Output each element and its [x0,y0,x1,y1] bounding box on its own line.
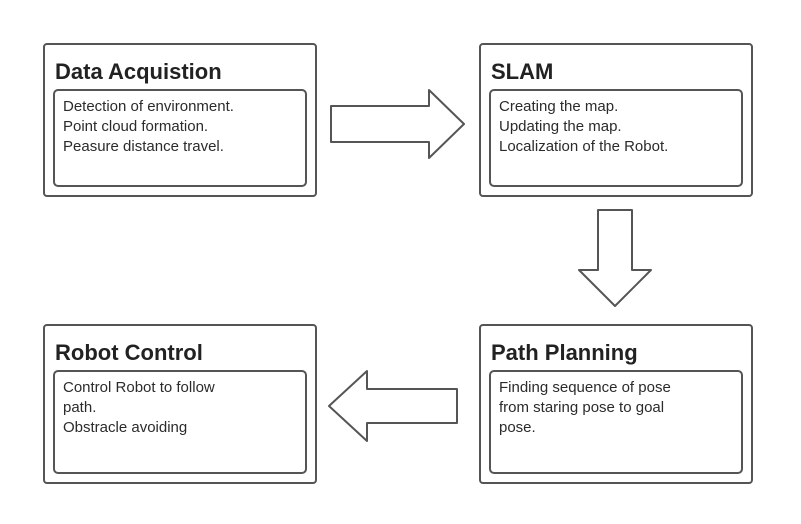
data-acquisition-block: Data Acquistion Detection of environment… [43,43,317,197]
description-line: path. [63,399,97,416]
block-description: Creating the map. Updating the map. Loca… [489,89,743,187]
block-title: Data Acquistion [55,59,222,84]
block-description: Detection of environment. Point cloud fo… [53,89,307,187]
description-line: Creating the map. [499,98,619,115]
description-line: Control Robot to follow [63,379,215,396]
right-arrow-icon [330,89,465,159]
description-line: Updating the map. [499,118,622,135]
left-arrow-icon [328,370,458,442]
description-line: Localization of the Robot. [499,138,669,155]
description-line: Peasure distance travel. [63,138,224,155]
slam-block: SLAM Creating the map. Updating the map.… [479,43,753,197]
block-description: Control Robot to follow path. Obstracle … [53,370,307,474]
block-title: Robot Control [55,340,203,365]
description-line: Detection of environment. [63,98,234,115]
down-arrow-icon [578,209,652,307]
block-description: Finding sequence of pose from staring po… [489,370,743,474]
robot-control-block: Robot Control Control Robot to follow pa… [43,324,317,484]
path-planning-block: Path Planning Finding sequence of pose f… [479,324,753,484]
description-line: pose. [499,419,536,436]
block-title: Path Planning [491,340,638,365]
description-line: Point cloud formation. [63,118,209,135]
description-line: Finding sequence of pose [499,379,671,396]
block-title: SLAM [491,59,554,84]
description-line: from staring pose to goal [499,399,665,416]
description-line: Obstracle avoiding [63,419,188,436]
